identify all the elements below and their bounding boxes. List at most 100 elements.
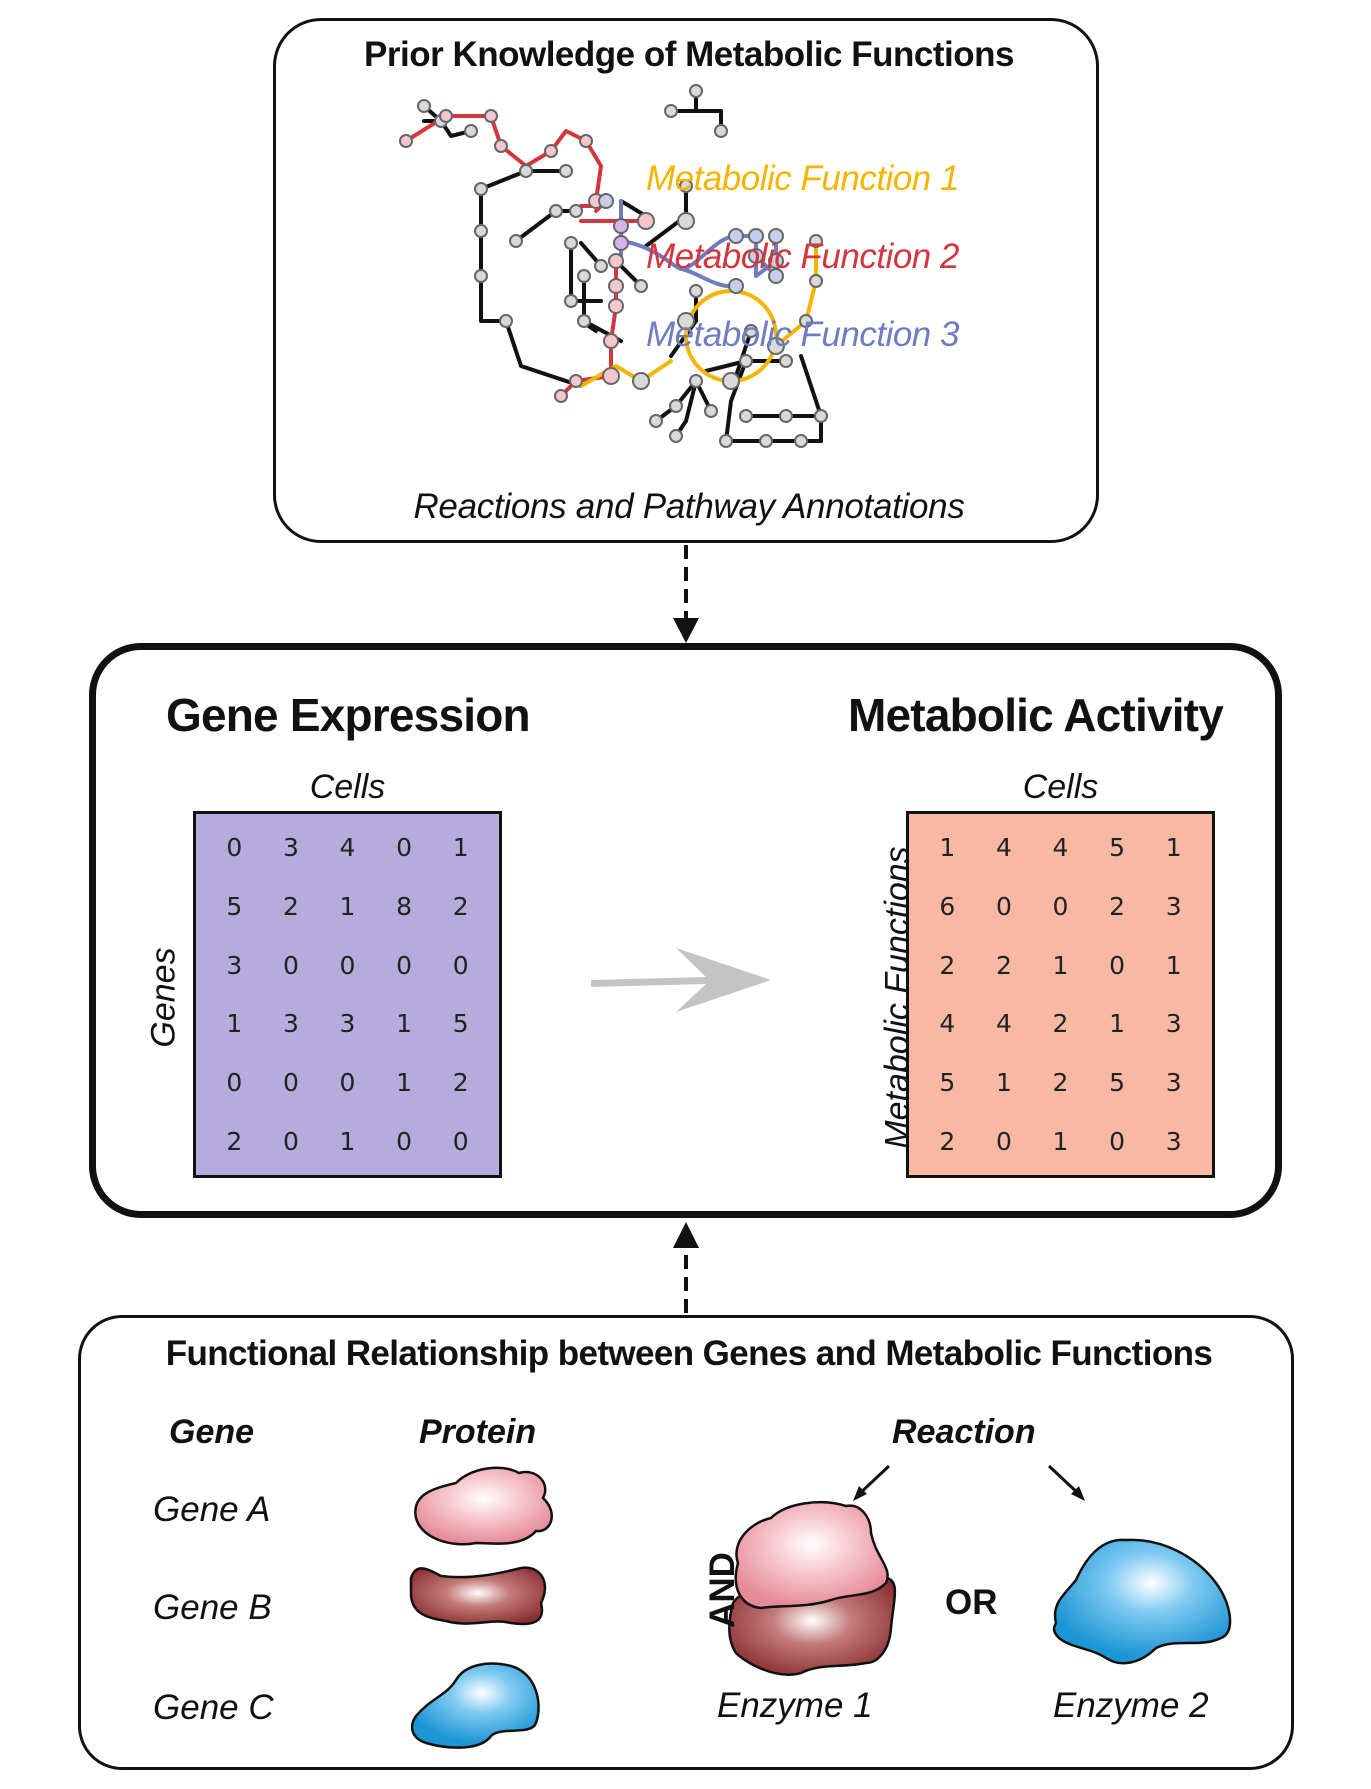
gene-matrix-cell: 2 bbox=[282, 891, 299, 921]
activity-matrix-cell: 1 bbox=[1165, 950, 1182, 980]
enzyme-1-label: Enzyme 1 bbox=[717, 1686, 873, 1725]
gene-matrix-cell: 0 bbox=[339, 1068, 356, 1098]
activity-matrix-cell: 4 bbox=[1052, 832, 1069, 862]
reaction-split-arrows bbox=[855, 1464, 1083, 1498]
gene-c-label: Gene C bbox=[153, 1688, 274, 1727]
legend-function-1: Metabolic Function 1 bbox=[646, 159, 959, 198]
relationship-title: Functional Relationship between Genes an… bbox=[165, 1334, 1213, 1373]
gene-function-relationship-panel: Functional Relationship between Genes an… bbox=[78, 1315, 1294, 1770]
activity-matrix-cell: 3 bbox=[1165, 1127, 1182, 1157]
gene-matrix-cell: 0 bbox=[282, 1127, 299, 1157]
activity-matrix-cell: 1 bbox=[939, 832, 956, 862]
gene-matrix-cell: 1 bbox=[396, 1068, 413, 1098]
gene-matrix-cell: 1 bbox=[339, 1127, 356, 1157]
activity-matrix-cell: 0 bbox=[995, 1127, 1012, 1157]
enzyme-1-top-subunit bbox=[734, 1500, 889, 1610]
gene-matrix-cell: 2 bbox=[452, 1068, 469, 1098]
metabolic-activity-heading: Metabolic Activity bbox=[848, 689, 1224, 741]
protein-column-header: Protein bbox=[419, 1413, 537, 1451]
network-nodes bbox=[399, 84, 828, 448]
or-label: OR bbox=[945, 1583, 998, 1622]
gene-expression-heading: Gene Expression bbox=[166, 689, 531, 741]
gene-matrix-cells-label: Cells bbox=[309, 768, 386, 806]
metabolic-activity-matrix: 1 4 4 5 1 6 0 0 2 3 2 2 1 0 1 4 4 2 1 3 5 1 2 5 3 2 0 1 0 3 bbox=[906, 811, 1215, 1178]
activity-matrix-cell: 6 bbox=[939, 891, 956, 921]
gene-matrix-cell: 2 bbox=[226, 1127, 243, 1157]
activity-matrix-cell: 2 bbox=[995, 950, 1012, 980]
activity-matrix-cell: 0 bbox=[1052, 891, 1069, 921]
gene-column-header: Gene bbox=[169, 1413, 255, 1451]
activity-matrix-cell: 1 bbox=[1052, 1127, 1069, 1157]
legend-function-2: Metabolic Function 2 bbox=[646, 237, 959, 276]
gene-matrix-cell: 0 bbox=[226, 832, 243, 862]
activity-matrix-cell: 2 bbox=[1052, 1009, 1069, 1039]
gene-matrix-cell: 0 bbox=[396, 950, 413, 980]
activity-matrix-cell: 5 bbox=[939, 1068, 956, 1098]
gene-matrix-cell: 3 bbox=[226, 950, 243, 980]
protein-a-shape bbox=[414, 1466, 554, 1546]
protein-c-shape bbox=[410, 1662, 540, 1749]
prior-knowledge-title: Prior Knowledge of Metabolic Functions bbox=[364, 35, 1014, 74]
activity-matrix-cell: 2 bbox=[1052, 1068, 1069, 1098]
arrowhead-right bbox=[1071, 1486, 1085, 1501]
gene-matrix-cell: 0 bbox=[282, 1068, 299, 1098]
activity-matrix-cell: 1 bbox=[1165, 832, 1182, 862]
protein-b-shape bbox=[409, 1566, 547, 1626]
gene-matrix-cell: 5 bbox=[452, 1009, 469, 1039]
gene-matrix-cell: 3 bbox=[339, 1009, 356, 1039]
expression-activity-panel: Gene Expression Metabolic Activity Cells… bbox=[89, 643, 1282, 1218]
gene-matrix-cell: 3 bbox=[282, 832, 299, 862]
metabolic-network-graph bbox=[399, 84, 828, 448]
gene-matrix-cell: 8 bbox=[396, 891, 413, 921]
reaction-column-header: Reaction bbox=[892, 1413, 1036, 1451]
gene-a-label: Gene A bbox=[153, 1490, 271, 1529]
activity-matrix-cells-label: Cells bbox=[1022, 768, 1099, 806]
gene-matrix-cell: 0 bbox=[226, 1068, 243, 1098]
activity-matrix-cell: 1 bbox=[1109, 1009, 1126, 1039]
activity-matrix-cell: 5 bbox=[1109, 1068, 1126, 1098]
arrowhead-left bbox=[853, 1486, 867, 1501]
activity-matrix-cell: 2 bbox=[1109, 891, 1126, 921]
reactions-annotations-caption: Reactions and Pathway Annotations bbox=[413, 487, 965, 526]
gene-b-label: Gene B bbox=[153, 1588, 272, 1627]
activity-matrix-cell: 0 bbox=[995, 891, 1012, 921]
activity-matrix-cell: 2 bbox=[939, 1127, 956, 1157]
activity-matrix-cell: 3 bbox=[1165, 1068, 1182, 1098]
activity-matrix-cell: 1 bbox=[995, 1068, 1012, 1098]
gene-matrix-cell: 0 bbox=[282, 950, 299, 980]
gene-matrix-cell: 0 bbox=[396, 1127, 413, 1157]
activity-matrix-cell: 0 bbox=[1109, 1127, 1126, 1157]
gene-matrix-cell: 4 bbox=[339, 832, 356, 862]
gene-matrix-cell: 0 bbox=[452, 1127, 469, 1157]
gene-matrix-cell: 2 bbox=[452, 891, 469, 921]
gene-matrix-cell: 0 bbox=[396, 832, 413, 862]
enzyme-2-shape bbox=[1052, 1538, 1232, 1665]
gene-matrix-cell: 1 bbox=[452, 832, 469, 862]
gene-matrix-cell: 5 bbox=[226, 891, 243, 921]
activity-matrix-cell: 4 bbox=[995, 1009, 1012, 1039]
gene-matrix-cell: 1 bbox=[396, 1009, 413, 1039]
gene-matrix-cell: 0 bbox=[339, 950, 356, 980]
activity-matrix-cell: 3 bbox=[1165, 891, 1182, 921]
enzyme-2-label: Enzyme 2 bbox=[1053, 1686, 1209, 1725]
gene-matrix-cell: 0 bbox=[452, 950, 469, 980]
arrowhead-up bbox=[673, 1222, 699, 1248]
activity-matrix-cell: 4 bbox=[939, 1009, 956, 1039]
and-label: AND bbox=[703, 1552, 742, 1628]
prior-knowledge-panel: Prior Knowledge of Metabolic Functions bbox=[273, 18, 1099, 543]
activity-matrix-cell: 5 bbox=[1109, 832, 1126, 862]
activity-matrix-cell: 2 bbox=[939, 950, 956, 980]
gene-matrix-cell: 3 bbox=[282, 1009, 299, 1039]
gene-matrix-cell: 1 bbox=[339, 891, 356, 921]
gene-expression-matrix: 0 3 4 0 1 5 2 1 8 2 3 0 0 0 0 1 3 3 1 5 0 0 0 1 2 2 0 1 0 0 bbox=[193, 811, 502, 1178]
activity-matrix-cell: 3 bbox=[1165, 1009, 1182, 1039]
activity-matrix-cell: 4 bbox=[995, 832, 1012, 862]
activity-matrix-cell: 1 bbox=[1052, 950, 1069, 980]
gene-matrix-cell: 1 bbox=[226, 1009, 243, 1039]
arrowhead-down bbox=[673, 618, 699, 643]
transform-arrow bbox=[591, 948, 771, 1012]
legend-function-3: Metabolic Function 3 bbox=[646, 315, 959, 354]
activity-matrix-cell: 0 bbox=[1109, 950, 1126, 980]
protein-illustrations bbox=[409, 1464, 1232, 1749]
